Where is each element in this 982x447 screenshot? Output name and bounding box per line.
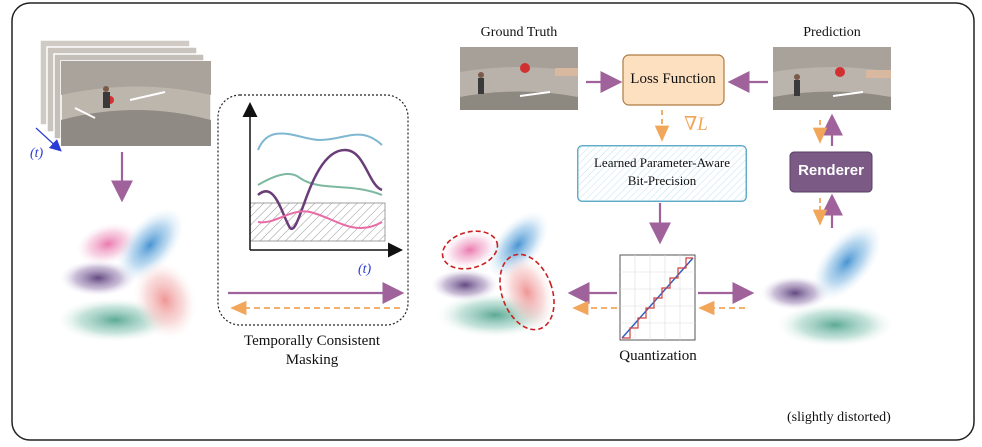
learned-bit-precision-line2: Bit-Precision	[627, 173, 697, 188]
gaussians-input	[57, 207, 197, 342]
ground-truth-label: Ground Truth	[480, 25, 558, 40]
renderer-box	[789, 151, 873, 193]
mask-outline-salmon	[499, 253, 555, 331]
outer-frame	[11, 2, 975, 441]
time-label-stack: (t)	[30, 146, 44, 161]
loss-box	[622, 54, 725, 106]
loss-function-label: Loss Function	[630, 71, 716, 87]
gradient-label: ∇L	[684, 114, 708, 135]
mask-outline-pink	[441, 230, 499, 270]
ground-truth-image	[460, 47, 578, 110]
gaussians-output	[761, 223, 893, 347]
prediction-image	[773, 47, 891, 110]
masking-caption-line1: Temporally Consistent	[243, 333, 381, 349]
masking-plot	[242, 102, 403, 258]
time-axis-label: (t)	[358, 262, 372, 277]
distortion-note: (slightly distorted)	[787, 410, 891, 425]
quantization-label: Quantization	[619, 348, 697, 364]
prediction-label: Prediction	[803, 25, 861, 40]
gaussians-masked	[431, 211, 555, 337]
renderer-label: Renderer	[798, 162, 864, 179]
quantization-plot	[619, 254, 696, 341]
time-arrow-stack	[35, 127, 62, 152]
masking-caption-line2: Masking	[285, 352, 339, 368]
learned-bit-precision-line1: Learned Parameter-Aware	[593, 155, 731, 170]
input-frame-stack	[39, 39, 212, 147]
